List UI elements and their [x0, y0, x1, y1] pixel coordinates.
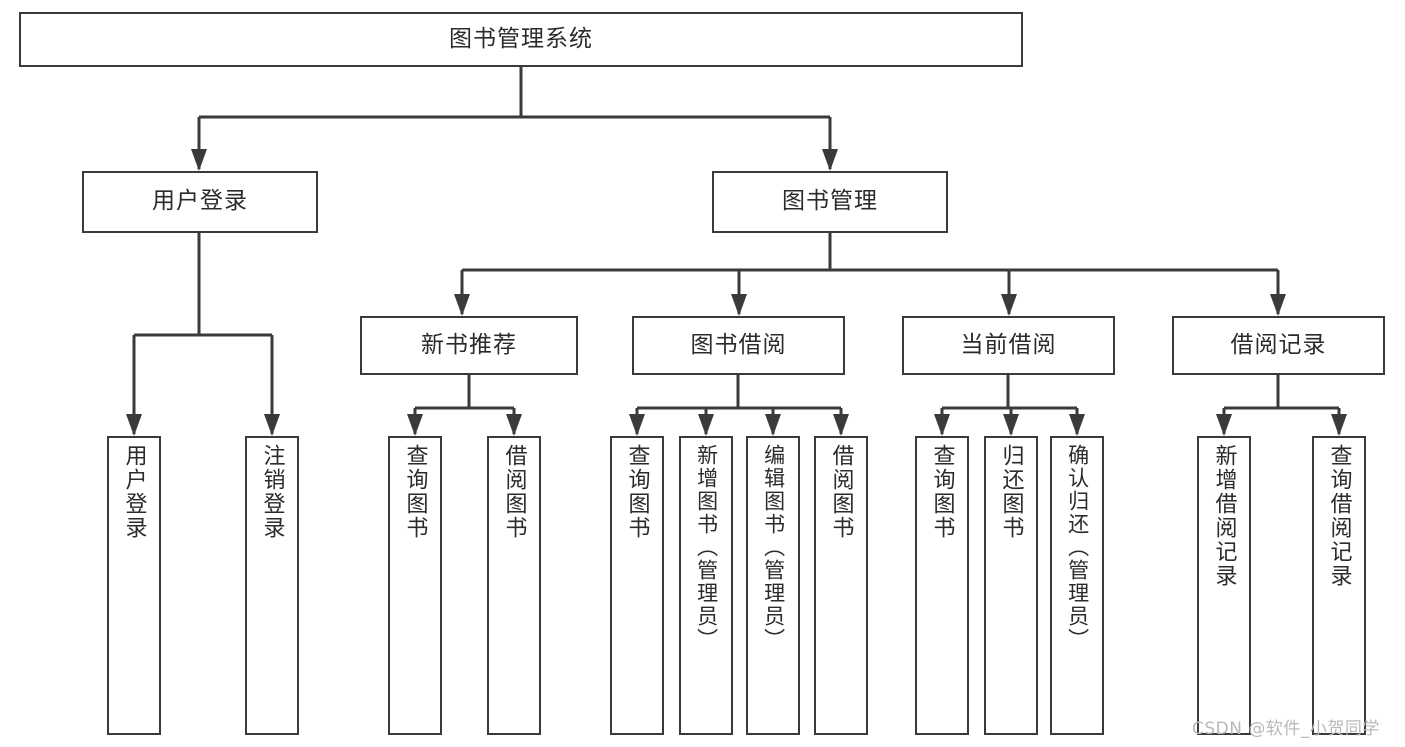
node-label-leaf-bor-4: 借阅图书	[828, 444, 854, 540]
node-label-leaf-new-2: 借阅图书	[501, 444, 527, 540]
node-login[interactable]: 用户登录	[82, 171, 318, 233]
node-label-record: 借阅记录	[1230, 331, 1327, 358]
node-label-current: 当前借阅	[960, 331, 1057, 358]
node-current[interactable]: 当前借阅	[902, 316, 1115, 375]
node-label-newbook: 新书推荐	[421, 331, 517, 358]
node-leaf-rec-2[interactable]: 查询借阅记录	[1312, 436, 1366, 735]
node-borrow[interactable]: 图书借阅	[632, 316, 845, 375]
node-label-bookmgmt: 图书管理	[782, 188, 878, 215]
node-newbook[interactable]: 新书推荐	[360, 316, 578, 375]
watermark-label: CSDN @软件_小贺同学	[1192, 719, 1380, 739]
node-root[interactable]: 图书管理系统	[19, 12, 1023, 67]
node-label-root: 图书管理系统	[449, 25, 593, 52]
node-label-leaf-bor-3: 编辑图书（管理员）	[761, 444, 786, 651]
node-record[interactable]: 借阅记录	[1172, 316, 1385, 375]
node-leaf-login-1[interactable]: 用户登录	[107, 436, 161, 735]
node-bookmgmt[interactable]: 图书管理	[712, 171, 948, 233]
node-leaf-new-2[interactable]: 借阅图书	[487, 436, 541, 735]
node-leaf-bor-3[interactable]: 编辑图书（管理员）	[746, 436, 800, 735]
node-label-login: 用户登录	[152, 188, 248, 215]
node-label-leaf-bor-1: 查询图书	[624, 444, 650, 540]
node-label-leaf-bor-2: 新增图书（管理员）	[694, 444, 719, 651]
node-leaf-cur-2[interactable]: 归还图书	[984, 436, 1038, 735]
node-label-leaf-login-2: 注销登录	[259, 444, 285, 540]
node-label-leaf-login-1: 用户登录	[121, 444, 147, 540]
node-label-leaf-rec-1: 新增借阅记录	[1211, 444, 1237, 588]
node-leaf-bor-1[interactable]: 查询图书	[610, 436, 664, 735]
node-label-borrow: 图书借阅	[690, 331, 787, 358]
node-label-leaf-rec-2: 查询借阅记录	[1326, 444, 1352, 588]
node-leaf-cur-1[interactable]: 查询图书	[915, 436, 969, 735]
node-leaf-cur-3[interactable]: 确认归还（管理员）	[1050, 436, 1104, 735]
node-label-leaf-cur-1: 查询图书	[929, 444, 955, 540]
node-label-leaf-new-1: 查询图书	[402, 444, 428, 540]
node-label-leaf-cur-3: 确认归还（管理员）	[1065, 444, 1090, 651]
node-leaf-new-1[interactable]: 查询图书	[388, 436, 442, 735]
node-leaf-login-2[interactable]: 注销登录	[245, 436, 299, 735]
node-label-leaf-cur-2: 归还图书	[998, 444, 1024, 540]
node-leaf-rec-1[interactable]: 新增借阅记录	[1197, 436, 1251, 735]
node-leaf-bor-4[interactable]: 借阅图书	[814, 436, 868, 735]
node-leaf-bor-2[interactable]: 新增图书（管理员）	[679, 436, 733, 735]
